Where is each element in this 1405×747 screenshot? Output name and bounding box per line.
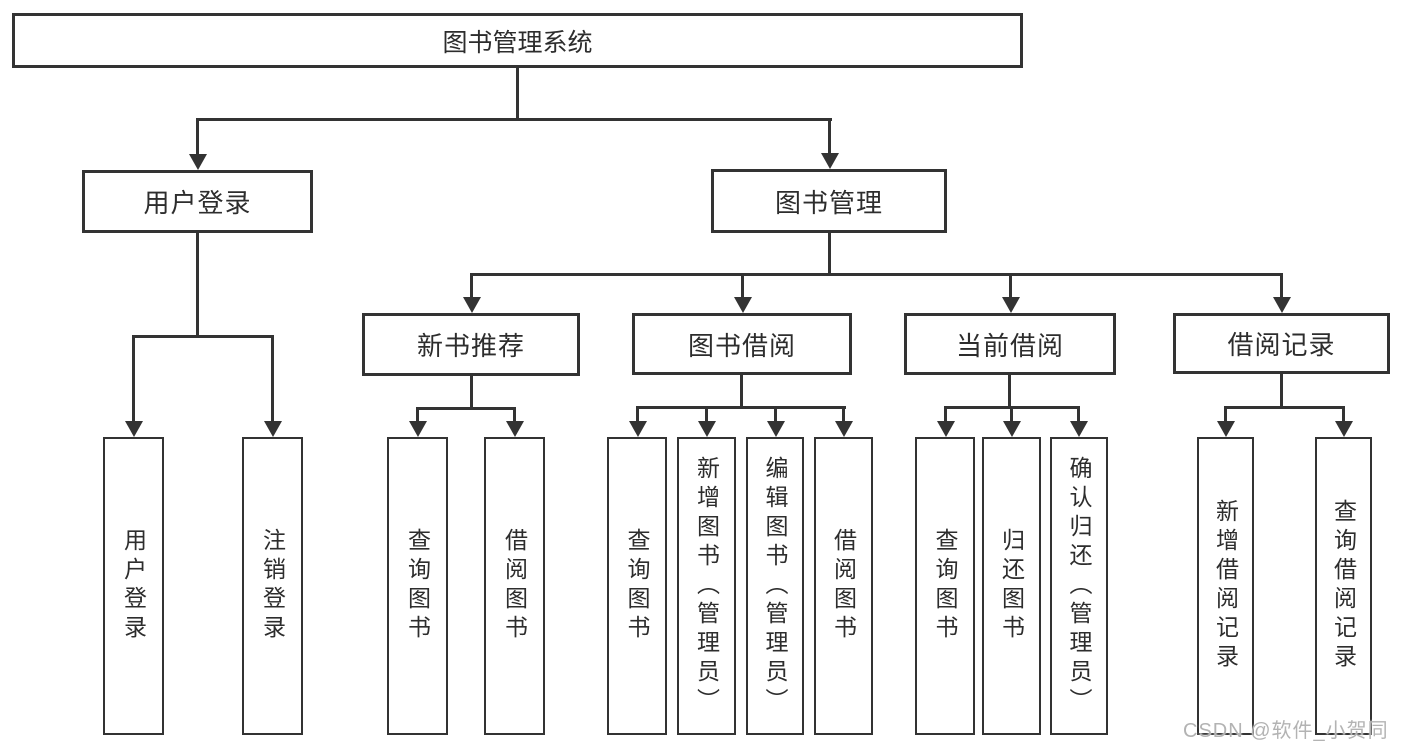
node-book-management: 图书管理 — [711, 169, 947, 233]
edge-line — [1224, 406, 1345, 409]
leaf-add-borrow-record: 新增借阅记录 — [1197, 437, 1254, 735]
leaf-confirm-return-admin: 确认归还（管理员） — [1050, 437, 1108, 735]
leaf-borrow-book-label: 借阅图书 — [830, 528, 857, 644]
leaf-query-book-label: 查询图书 — [932, 528, 958, 644]
edge-arrow — [1272, 273, 1291, 313]
node-new-book-recommend: 新书推荐 — [362, 313, 580, 376]
edge-arrow — [1001, 273, 1020, 313]
leaf-return-book-label: 归还图书 — [998, 528, 1025, 644]
edge-arrow — [1069, 406, 1088, 437]
leaf-add-borrow-record-label: 新增借阅记录 — [1212, 499, 1239, 673]
edge-arrow — [408, 407, 427, 437]
edge-arrow — [1002, 406, 1021, 437]
edge-arrow — [820, 118, 839, 169]
node-user-login-label: 用户登录 — [143, 188, 252, 218]
edge-line — [470, 273, 1283, 276]
edge-arrow — [263, 335, 282, 437]
edge-line — [1008, 375, 1011, 406]
leaf-user-login-label: 用户登录 — [120, 528, 147, 644]
leaf-borrow-book: 借阅图书 — [814, 437, 873, 735]
node-book-management-label: 图书管理 — [774, 187, 883, 218]
edge-arrow — [188, 118, 207, 170]
edge-line — [416, 407, 516, 410]
leaf-query-book: 查询图书 — [387, 437, 448, 735]
edge-line — [828, 233, 831, 273]
leaf-query-book: 查询图书 — [915, 437, 975, 735]
leaf-query-book-label: 查询图书 — [624, 528, 650, 644]
edge-line — [1280, 374, 1283, 406]
leaf-user-login: 用户登录 — [103, 437, 164, 735]
leaf-query-borrow-record-label: 查询借阅记录 — [1330, 499, 1357, 673]
edge-line — [740, 375, 743, 406]
leaf-return-book: 归还图书 — [982, 437, 1041, 735]
edge-line — [470, 376, 473, 407]
leaf-edit-book-admin-label: 编辑图书（管理员） — [762, 455, 788, 717]
edge-line — [636, 406, 846, 409]
edge-arrow — [697, 406, 716, 437]
leaf-borrow-book-label: 借阅图书 — [501, 528, 528, 644]
edge-line — [516, 68, 519, 118]
edge-arrow — [1334, 406, 1353, 437]
edge-arrow — [834, 406, 853, 437]
edge-arrow — [628, 406, 647, 437]
leaf-borrow-book: 借阅图书 — [484, 437, 545, 735]
edge-line — [196, 118, 832, 121]
edge-arrow — [462, 273, 481, 313]
leaf-query-borrow-record: 查询借阅记录 — [1315, 437, 1372, 735]
edge-line — [196, 233, 199, 335]
edge-arrow — [733, 273, 752, 313]
edge-arrow — [124, 335, 143, 437]
node-root-label: 图书管理系统 — [442, 28, 593, 57]
edge-arrow — [936, 406, 955, 437]
edge-arrow — [766, 406, 785, 437]
node-book-borrowing: 图书借阅 — [632, 313, 852, 375]
node-borrowing-records-label: 借阅记录 — [1227, 330, 1336, 360]
leaf-confirm-return-admin-label: 确认归还（管理员） — [1066, 455, 1092, 717]
leaf-logout-label: 注销登录 — [259, 528, 286, 644]
node-book-borrowing-label: 图书借阅 — [687, 330, 796, 361]
leaf-edit-book-admin: 编辑图书（管理员） — [746, 437, 804, 735]
leaf-query-book: 查询图书 — [607, 437, 667, 735]
leaf-add-book-admin: 新增图书（管理员） — [677, 437, 736, 735]
node-current-borrowing: 当前借阅 — [904, 313, 1116, 375]
edge-arrow — [505, 407, 524, 437]
leaf-query-book-label: 查询图书 — [404, 528, 431, 644]
node-user-login: 用户登录 — [82, 170, 313, 233]
node-new-book-recommend-label: 新书推荐 — [416, 331, 525, 361]
edge-arrow — [1216, 406, 1235, 437]
edge-line — [132, 335, 274, 338]
leaf-logout: 注销登录 — [242, 437, 303, 735]
node-root-system: 图书管理系统 — [12, 13, 1023, 68]
node-borrowing-records: 借阅记录 — [1173, 313, 1390, 374]
leaf-add-book-admin-label: 新增图书（管理员） — [693, 455, 720, 717]
csdn-watermark: CSDN @软件_小贺同学 — [1183, 720, 1389, 742]
node-current-borrowing-label: 当前借阅 — [955, 330, 1064, 361]
